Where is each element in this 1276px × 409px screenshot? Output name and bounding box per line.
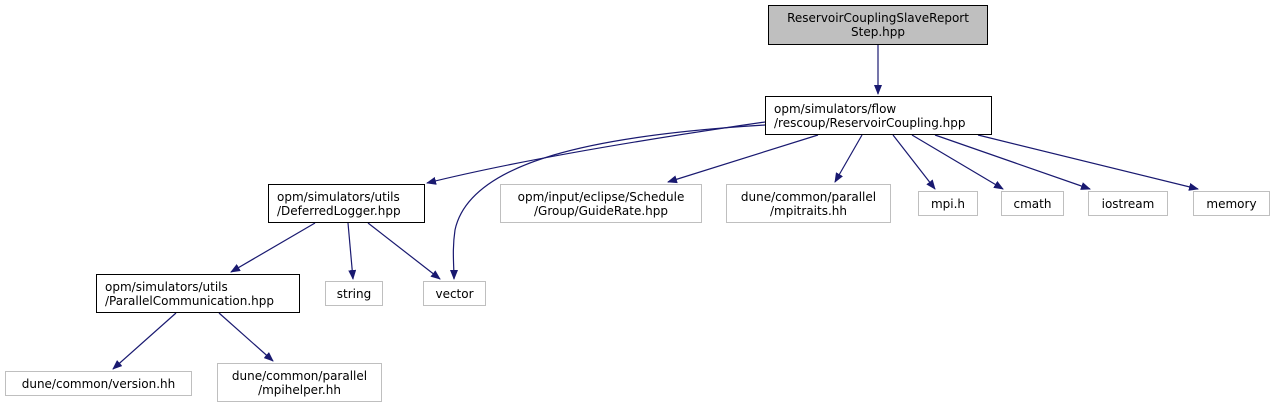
node-label: dune/common/parallel xyxy=(740,189,877,204)
node-label: vector xyxy=(435,286,474,301)
node-label: /rescoup/ReservoirCoupling.hpp xyxy=(774,115,966,130)
node-label: /Group/GuideRate.hpp xyxy=(533,203,669,218)
node-label: /ParallelCommunication.hpp xyxy=(105,293,275,308)
node-label: dune/common/version.hh xyxy=(21,376,176,391)
node-parallel-communication[interactable]: opm/simulators/utils /ParallelCommunicat… xyxy=(96,274,300,313)
node-deferred-logger[interactable]: opm/simulators/utils /DeferredLogger.hpp xyxy=(268,184,425,223)
node-label: /DeferredLogger.hpp xyxy=(277,203,401,218)
node-label: opm/simulators/utils xyxy=(277,189,400,204)
node-label: iostream xyxy=(1101,196,1155,211)
node-label: string xyxy=(336,286,372,301)
edge-parallel_communication-to-version xyxy=(112,312,177,370)
node-label: memory xyxy=(1206,196,1257,211)
edge-reservoir_coupling-to-memory xyxy=(977,134,1199,191)
node-root-file[interactable]: ReservoirCouplingSlaveReport Step.hpp xyxy=(768,5,988,45)
node-label: cmath xyxy=(1013,196,1052,211)
edge-deferred_logger-to-parallel_communication xyxy=(230,222,316,273)
edge-parallel_communication-to-mpihelper xyxy=(218,312,274,362)
node-memory: memory xyxy=(1193,191,1270,216)
node-label: opm/simulators/utils xyxy=(105,279,228,294)
edge-reservoir_coupling-to-mpi_h xyxy=(892,134,936,190)
node-cmath: cmath xyxy=(1001,191,1064,216)
node-label: /mpitraits.hh xyxy=(770,203,847,218)
node-mpihelper: dune/common/parallel /mpihelper.hh xyxy=(217,363,382,402)
node-label: ReservoirCouplingSlaveReport xyxy=(787,11,969,25)
node-label: mpi.h xyxy=(930,196,966,211)
node-label: Step.hpp xyxy=(851,25,905,39)
edge-reservoir_coupling-to-cmath xyxy=(911,134,1004,190)
node-version: dune/common/version.hh xyxy=(5,371,192,396)
node-label: opm/input/eclipse/Schedule xyxy=(517,189,685,204)
edge-reservoir_coupling-to-iostream xyxy=(934,134,1091,190)
node-mpi-h: mpi.h xyxy=(918,191,978,216)
edge-reservoir_coupling-to-guide_rate xyxy=(667,134,819,184)
node-label: /mpihelper.hh xyxy=(258,382,341,397)
node-label: opm/simulators/flow xyxy=(774,101,897,116)
edge-reservoir_coupling-to-vector xyxy=(449,124,766,280)
node-string: string xyxy=(325,281,383,306)
node-mpitraits: dune/common/parallel /mpitraits.hh xyxy=(726,184,891,223)
edge-deferred_logger-to-string xyxy=(347,222,357,280)
edge-deferred_logger-to-vector xyxy=(367,222,441,280)
node-label: dune/common/parallel xyxy=(231,368,368,383)
node-reservoir-coupling[interactable]: opm/simulators/flow /rescoup/ReservoirCo… xyxy=(765,96,992,135)
edge-reservoir_coupling-to-deferred_logger xyxy=(426,121,766,185)
node-guide-rate: opm/input/eclipse/Schedule /Group/GuideR… xyxy=(500,184,702,223)
node-iostream: iostream xyxy=(1088,191,1168,216)
edge-reservoir_coupling-to-mpitraits xyxy=(834,134,863,183)
node-vector: vector xyxy=(423,281,486,306)
